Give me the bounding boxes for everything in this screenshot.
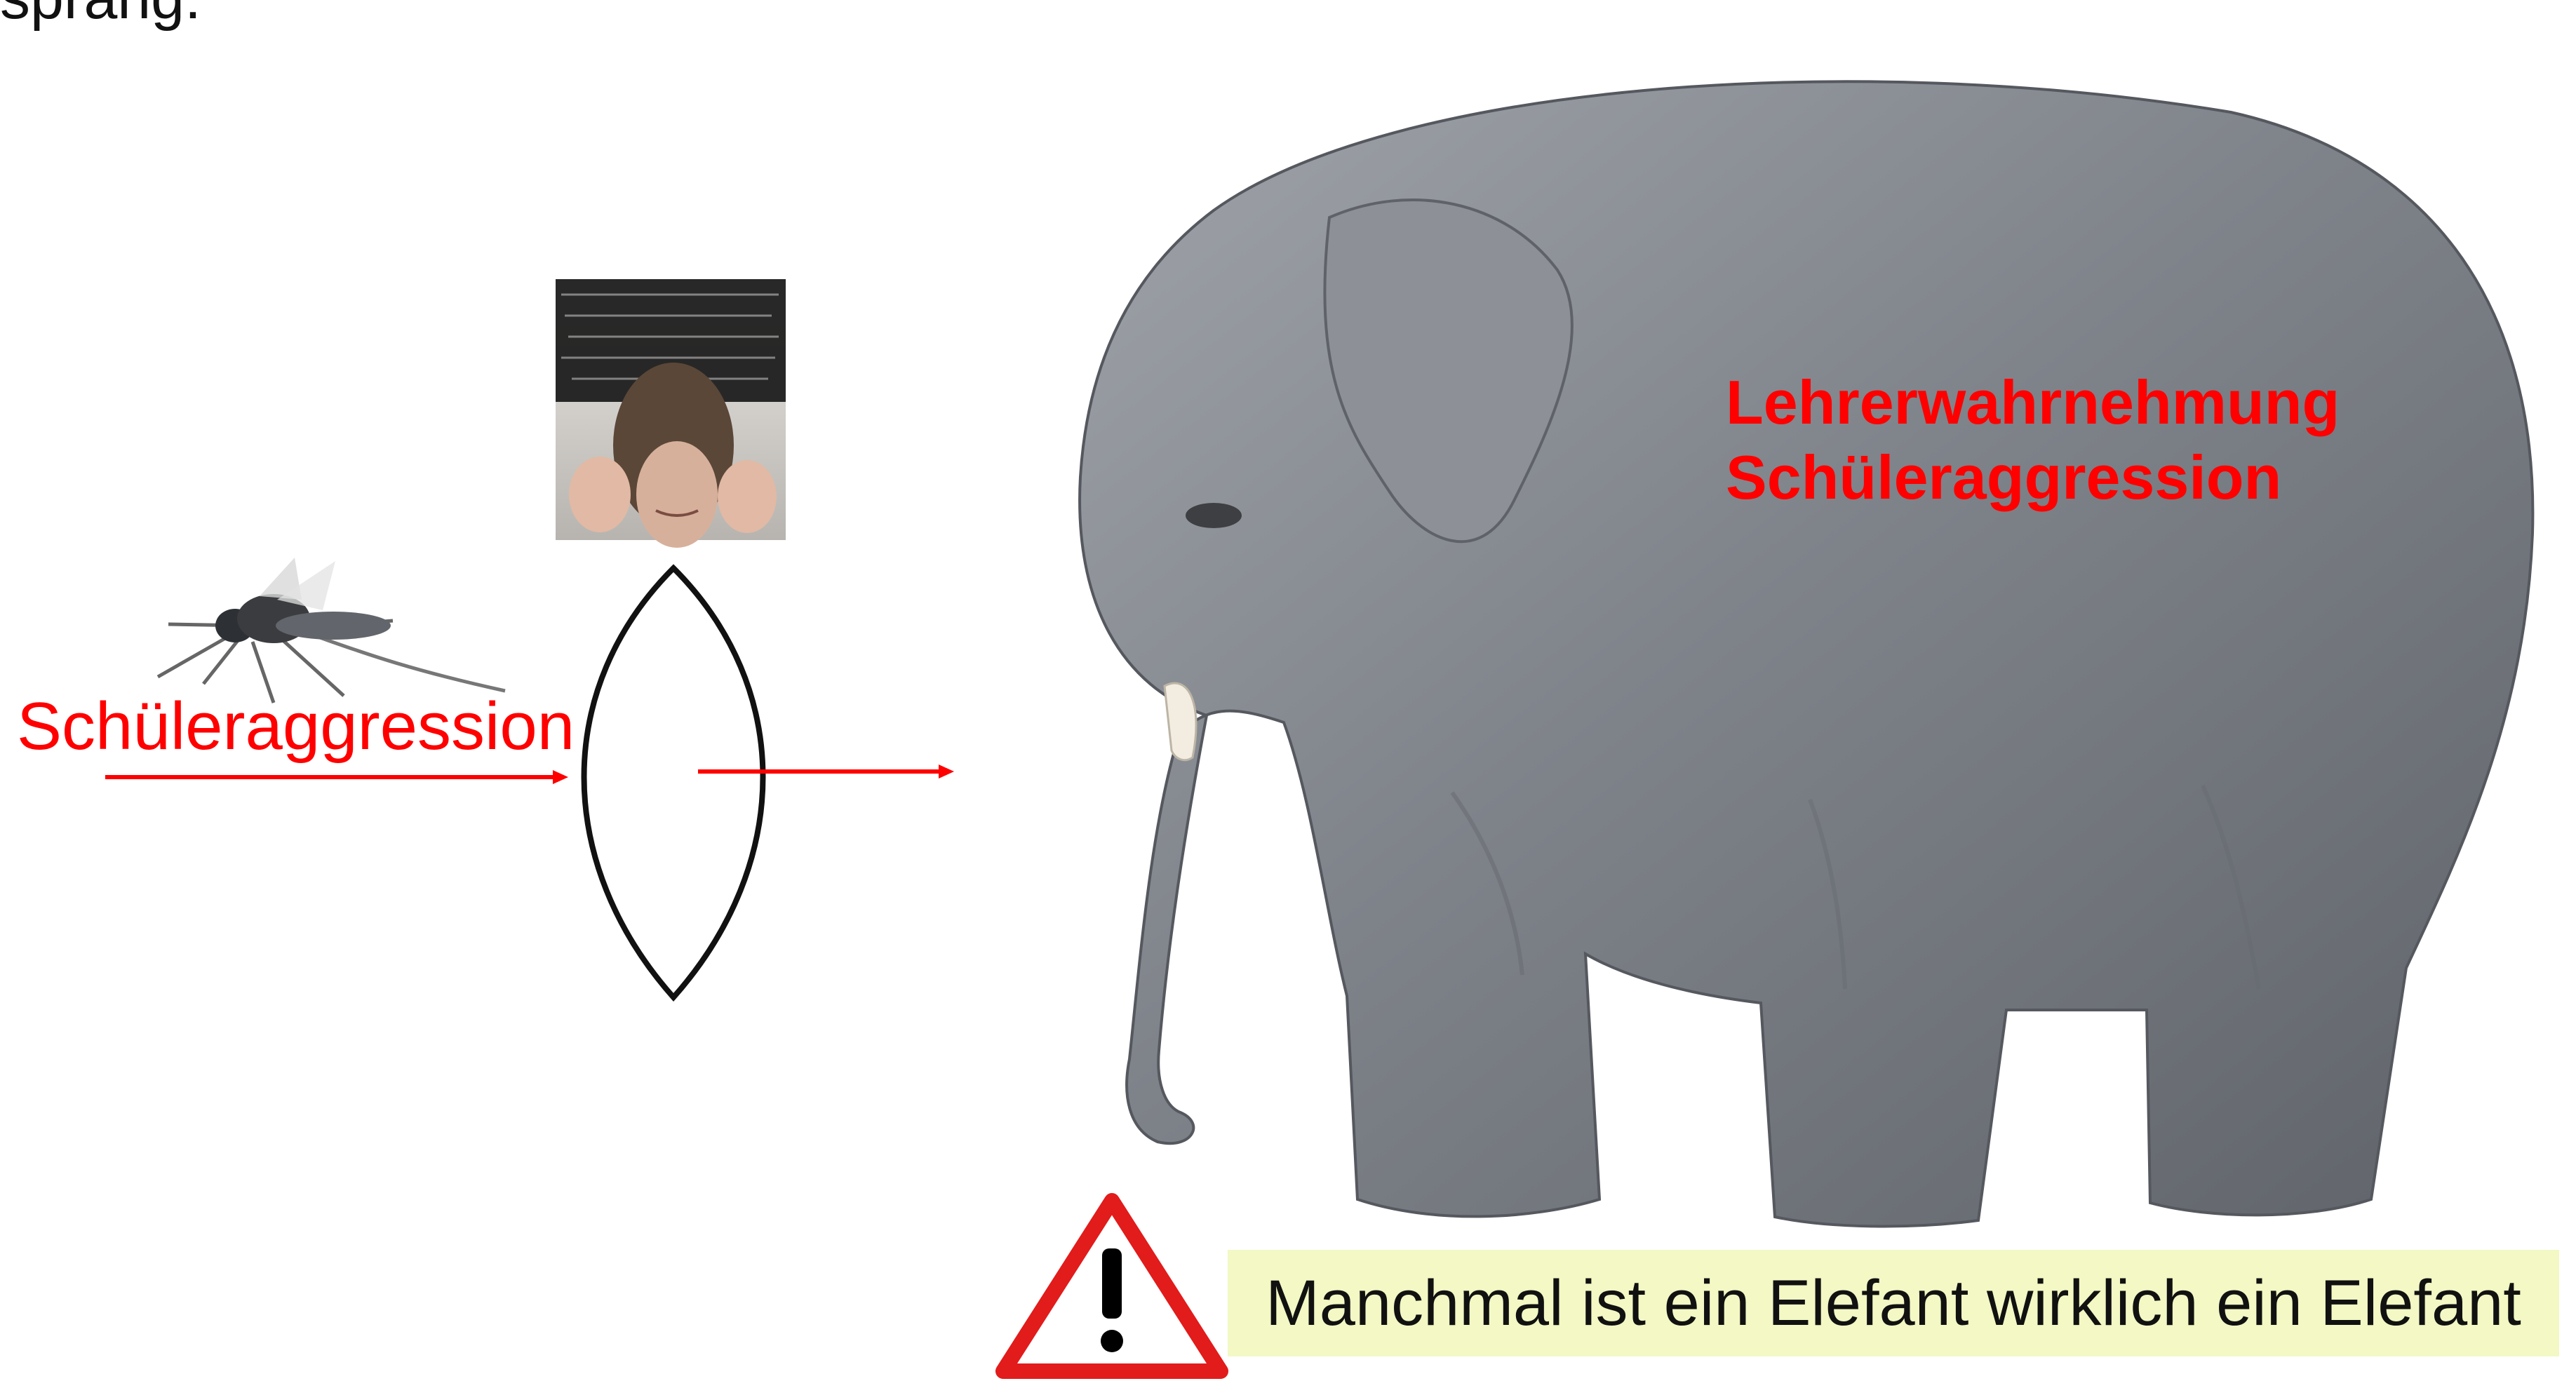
outgoing-arrow: [698, 764, 954, 779]
student-aggression-label: Schüleraggression: [17, 693, 575, 760]
warning-icon: [1003, 1201, 1221, 1371]
warning-note: Manchmal ist ein Elefant wirklich ein El…: [1228, 1250, 2559, 1356]
stressed-person-icon: [556, 279, 786, 548]
teacher-perception-line: Lehrerwahrnehmung: [1726, 365, 2340, 440]
student-aggression-line: Schüleraggression: [1726, 440, 2340, 515]
lens-icon: [584, 568, 763, 997]
incoming-arrow: [105, 770, 568, 784]
mosquito-icon: [158, 558, 505, 703]
warning-note-text: Manchmal ist ein Elefant wirklich ein El…: [1266, 1267, 2521, 1340]
elephant-icon: [1080, 81, 2533, 1226]
elephant-caption: Lehrerwahrnehmung Schüleraggression: [1726, 365, 2340, 516]
